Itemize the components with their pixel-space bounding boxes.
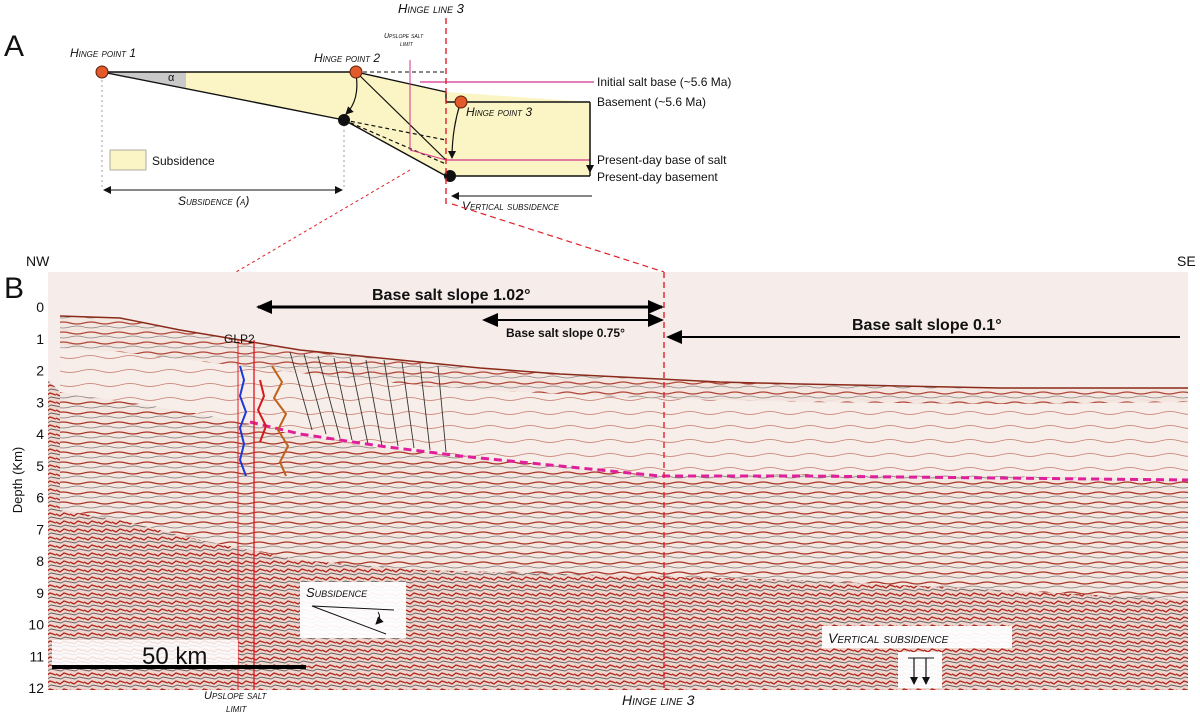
- hinge-point-3-label: Hinge point 3: [466, 105, 532, 119]
- tilted-basement-line: [101, 71, 345, 121]
- depth-tick-label: 1: [36, 331, 44, 347]
- panel-b-letter: B: [4, 272, 24, 305]
- subsidence-alpha-label: Subsidence (α): [178, 194, 249, 208]
- depth-tick-label: 0: [36, 299, 44, 315]
- vertical-subsidence-inset: [822, 626, 1012, 648]
- upslope-salt-limit-a-l1: Upslope salt: [384, 33, 424, 40]
- hinge-point-2-label: Hinge point 2: [314, 51, 380, 65]
- legend-subsidence-swatch: [109, 149, 147, 171]
- overburden-layer: [60, 316, 1188, 404]
- upslope-salt-limit-b-l2: limit: [226, 703, 248, 715]
- hinge-3-motion-arrow: [448, 103, 461, 159]
- panel-a: A α: [4, 1, 731, 273]
- depth-tick-label: 6: [36, 490, 44, 506]
- depth-tick-label: 7: [36, 521, 44, 537]
- presalt-layered-section: [60, 392, 1188, 600]
- basement-5-6-label: Basement (~5.6 Ma): [597, 95, 706, 109]
- depth-tick-label: 11: [29, 648, 44, 664]
- se-label: SE: [1177, 253, 1196, 269]
- subsidence-area: [102, 72, 590, 176]
- depth-tick-label: 2: [36, 363, 44, 379]
- well-log-red: [256, 379, 268, 443]
- panel-b: B NW SE: [4, 253, 1196, 715]
- hinge-point-2-marker: [349, 65, 363, 79]
- depth-tick-label: 4: [36, 426, 44, 442]
- slope-1-label: Base salt slope 1.02°: [372, 287, 530, 304]
- slope-3-label: Base salt slope 0.1°: [852, 317, 1002, 334]
- present-hinge-3-marker: [444, 170, 456, 182]
- hinge-point-1-label: Hinge point 1: [70, 46, 136, 60]
- subsidence-inset-arrow: [375, 611, 384, 625]
- subsidence-inset-label: Subsidence: [306, 585, 368, 600]
- base-salt-horizon: [249, 420, 1189, 482]
- vertical-subsidence-a-label: Vertical subsidence: [462, 199, 560, 213]
- hinge-point-1-marker: [95, 65, 109, 79]
- depth-tick-label: 8: [36, 553, 44, 569]
- present-basement-label: Present-day basement: [597, 170, 718, 184]
- depth-axis-label: Depth (Km): [10, 447, 25, 513]
- depth-tick-label: 3: [36, 394, 44, 410]
- nw-label: NW: [26, 253, 50, 269]
- depth-tick-label: 5: [36, 458, 44, 474]
- upslope-salt-limit-b-l1: Upslope salt: [204, 690, 268, 702]
- depth-tick-label: 10: [28, 617, 44, 633]
- initial-salt-base-line: [355, 71, 447, 93]
- well-glp2-label: GLP2: [224, 332, 255, 346]
- panel-a-letter: A: [4, 30, 24, 63]
- vertical-subsidence-b-label: Vertical subsidence: [828, 630, 949, 646]
- legend-subsidence-label: Subsidence: [152, 154, 215, 168]
- present-base-salt-label: Present-day base of salt: [597, 153, 727, 167]
- seafloor-line: [59, 315, 1188, 389]
- initial-salt-base-label: Initial salt base (~5.6 Ma): [597, 75, 731, 89]
- upslope-salt-limit-a-l2: limit: [400, 41, 414, 48]
- well-log-orange: [271, 365, 290, 477]
- depth-tick-label: 12: [28, 680, 44, 696]
- present-hinge-2-marker: [338, 114, 350, 126]
- alpha-label: α: [168, 72, 175, 84]
- zoom-line-right: [451, 203, 665, 273]
- depth-tick-label: 9: [36, 585, 44, 601]
- hinge-line-3-label-bottom: Hinge line 3: [622, 692, 695, 708]
- hinge-line-3-label-top: Hinge line 3: [398, 1, 465, 16]
- hinge-point-3-marker: [454, 95, 468, 109]
- slope-2-label: Base salt slope 0.75°: [506, 326, 625, 340]
- zoom-line-left: [235, 169, 411, 273]
- well-log-blue: [238, 365, 248, 477]
- fault-set: [289, 351, 447, 453]
